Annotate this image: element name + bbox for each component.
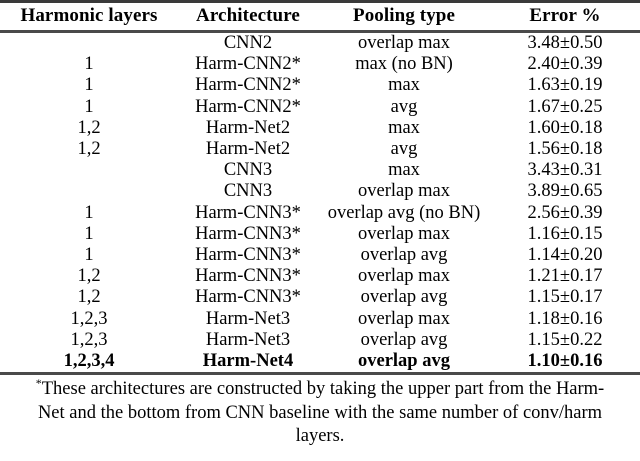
cell-pooling_type: max [388, 75, 420, 96]
cell-harmonic_layers: 1,2,3 [70, 308, 108, 329]
cell-error_pct: 1.18±0.16 [527, 308, 603, 329]
cell-architecture: CNN2 [223, 33, 273, 53]
table-row: 1 Harm-CNN3* overlap max 1.16±0.15 [0, 224, 640, 245]
table-row: CNN3 max 3.43±0.31 [0, 160, 640, 181]
cell-architecture: CNN3 [223, 181, 273, 202]
table-row: 1,2 Harm-CNN3* overlap max 1.21±0.17 [0, 266, 640, 287]
results-table: Harmonic layers Architecture Pooling typ… [0, 3, 640, 30]
cell-pooling_type: overlap avg [360, 329, 448, 350]
cell-harmonic_layers: 1,2,3,4 [63, 351, 115, 372]
cell-harmonic_layers: 1,2 [77, 139, 101, 160]
cell-error_pct: 1.15±0.22 [527, 329, 603, 350]
table-row: 1,2 Harm-CNN3* overlap avg 1.15±0.17 [0, 287, 640, 308]
cell-pooling_type: avg [390, 139, 418, 160]
cell-harmonic_layers: 1 [84, 96, 94, 117]
cell-pooling_type: overlap avg (no BN) [327, 202, 481, 223]
table-row: 1,2,3,4 Harm-Net4 overlap avg 1.10±0.16 [0, 351, 640, 372]
cell-harmonic_layers: 1 [84, 202, 94, 223]
table-header: Harmonic layers Architecture Pooling typ… [0, 3, 640, 30]
cell-harmonic_layers [0, 160, 178, 181]
cell-harmonic_layers [0, 33, 178, 54]
cell-architecture: Harm-CNN3* [195, 245, 301, 266]
cell-harmonic_layers: 1 [84, 54, 94, 75]
table-row: 1,2,3 Harm-Net3 overlap avg 1.15±0.22 [0, 330, 640, 351]
table-row: CNN3 overlap max 3.89±0.65 [0, 181, 640, 202]
cell-harmonic_layers: 1,2 [77, 266, 101, 287]
cell-harmonic_layers: 1 [84, 75, 94, 96]
cell-error_pct: 3.89±0.65 [527, 181, 603, 202]
cell-pooling_type: overlap avg [360, 287, 448, 308]
cell-error_pct: 1.14±0.20 [527, 245, 603, 266]
table-bottom-rule [0, 372, 640, 376]
cell-error_pct: 3.48±0.50 [527, 33, 603, 53]
cell-pooling_type: overlap max [358, 308, 450, 329]
cell-error_pct: 2.40±0.39 [527, 54, 603, 75]
cell-harmonic_layers: 1 [84, 223, 94, 244]
column-header-harmonic-layers: Harmonic layers [20, 5, 158, 26]
cell-error_pct: 1.56±0.18 [527, 139, 603, 160]
header-row: Harmonic layers Architecture Pooling typ… [0, 3, 640, 30]
cell-architecture: Harm-CNN2* [195, 96, 301, 117]
results-table-container: Harmonic layers Architecture Pooling typ… [0, 0, 640, 449]
table-row: 1 Harm-CNN2* avg 1.67±0.25 [0, 97, 640, 118]
cell-architecture: CNN3 [223, 160, 273, 181]
cell-pooling_type: overlap max [358, 266, 450, 287]
table-row: 1,2 Harm-Net2 max 1.60±0.18 [0, 118, 640, 139]
cell-architecture: Harm-CNN2* [195, 75, 301, 96]
cell-architecture: Harm-Net2 [205, 139, 291, 160]
cell-pooling_type: overlap max [358, 181, 450, 202]
table-top-rule [0, 0, 640, 3]
cell-architecture: Harm-CNN3* [195, 223, 301, 244]
cell-harmonic_layers [0, 181, 178, 202]
cell-architecture: Harm-CNN3* [195, 202, 301, 223]
cell-architecture: Harm-CNN3* [195, 287, 301, 308]
cell-architecture: Harm-Net2 [205, 117, 291, 138]
cell-pooling_type: overlap max [358, 223, 450, 244]
cell-error_pct: 1.60±0.18 [527, 117, 603, 138]
cell-harmonic_layers: 1 [84, 245, 94, 266]
table-footnote: *These architectures are constructed by … [23, 375, 617, 449]
cell-error_pct: 2.56±0.39 [527, 202, 603, 223]
cell-harmonic_layers: 1,2 [77, 287, 101, 308]
table-row: 1 Harm-CNN2* max (no BN) 2.40±0.39 [0, 54, 640, 75]
cell-harmonic_layers: 1,2,3 [70, 329, 108, 350]
cell-pooling_type: max [388, 160, 420, 181]
column-header-pooling-type: Pooling type [352, 5, 455, 26]
cell-error_pct: 1.63±0.19 [527, 75, 603, 96]
cell-error_pct: 1.21±0.17 [527, 266, 603, 287]
cell-error_pct: 1.10±0.16 [527, 351, 603, 372]
footnote-text: These architectures are constructed by t… [37, 379, 605, 447]
cell-architecture: Harm-Net4 [202, 351, 294, 372]
table-row: CNN2 overlap max 3.48±0.50 [0, 33, 640, 54]
footnote-marker: * [35, 376, 42, 391]
cell-pooling_type: overlap max [358, 33, 450, 53]
table-row: 1,2 Harm-Net2 avg 1.56±0.18 [0, 139, 640, 160]
cell-pooling_type: overlap avg [360, 245, 448, 266]
cell-architecture: Harm-Net3 [205, 308, 291, 329]
cell-harmonic_layers: 1,2 [77, 117, 101, 138]
column-header-error-pct: Error % [529, 5, 601, 26]
cell-error_pct: 1.16±0.15 [527, 223, 603, 244]
cell-error_pct: 1.15±0.17 [527, 287, 603, 308]
table-row: 1 Harm-CNN3* overlap avg (no BN) 2.56±0.39 [0, 203, 640, 224]
table-row: 1 Harm-CNN3* overlap avg 1.14±0.20 [0, 245, 640, 266]
cell-architecture: Harm-CNN2* [195, 54, 301, 75]
column-header-architecture: Architecture [196, 5, 300, 26]
cell-architecture: Harm-CNN3* [195, 266, 301, 287]
cell-pooling_type: overlap avg [358, 351, 450, 372]
cell-architecture: Harm-Net3 [205, 329, 291, 350]
cell-pooling_type: avg [390, 96, 418, 117]
cell-error_pct: 3.43±0.31 [527, 160, 603, 181]
table-row: 1 Harm-CNN2* max 1.63±0.19 [0, 75, 640, 96]
header-separator-rule [0, 30, 640, 33]
cell-pooling_type: max (no BN) [355, 54, 453, 75]
cell-pooling_type: max [388, 117, 420, 138]
table-row: 1,2,3 Harm-Net3 overlap max 1.18±0.16 [0, 309, 640, 330]
cell-error_pct: 1.67±0.25 [527, 96, 603, 117]
